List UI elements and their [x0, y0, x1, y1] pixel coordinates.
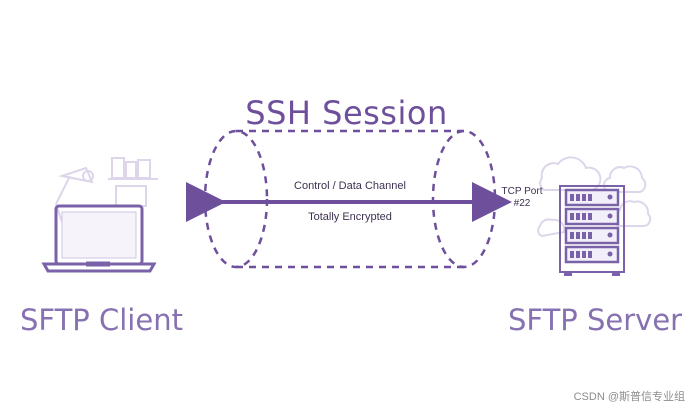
channel-label: Control / Data Channel [294, 180, 406, 192]
ssh-tunnel [203, 129, 497, 269]
port-label: TCP Port #22 [492, 186, 552, 210]
bookshelf-icon [108, 157, 158, 207]
port-label-line1: TCP Port [501, 186, 543, 197]
server-rack-icon [559, 185, 625, 276]
server-label: SFTP Server [508, 303, 683, 337]
encryption-label: Totally Encrypted [308, 211, 392, 223]
watermark: CSDN @斯普信专业组 [573, 391, 685, 403]
client-label: SFTP Client [20, 303, 183, 337]
port-label-line2: #22 [513, 198, 531, 209]
laptop-icon [41, 204, 157, 273]
diagram-title: SSH Session [245, 94, 448, 132]
